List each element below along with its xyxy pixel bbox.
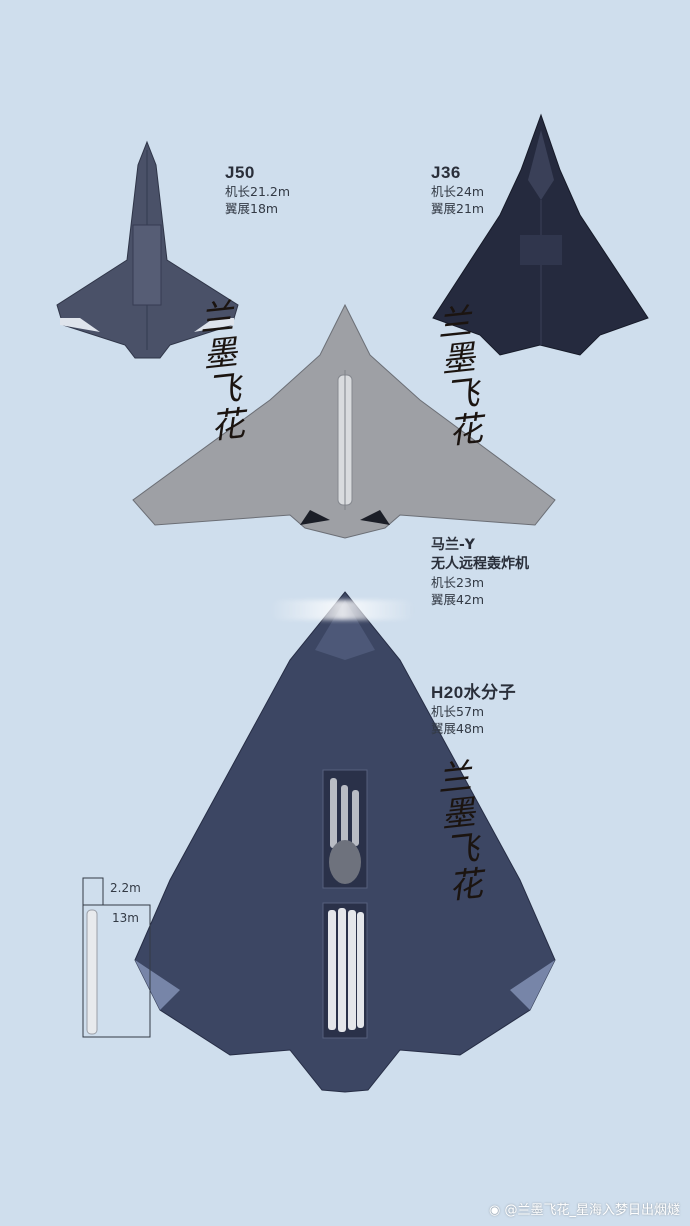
watermark-text: @兰墨飞花_星海入梦日出烟燧	[504, 1203, 680, 1218]
h20-silhouette	[134, 591, 556, 1093]
missile-width-label: 2.2m	[110, 881, 141, 895]
h20-label: H20水分子 机长57m 翼展48m	[431, 683, 516, 737]
malan-y-silhouette	[132, 303, 556, 539]
weibo-icon: ◉	[489, 1203, 501, 1218]
weibo-watermark: ◉ @兰墨飞花_星海入梦日出烟燧	[489, 1199, 680, 1218]
j36-silhouette	[432, 113, 649, 356]
malan-y-length: 机长23m	[431, 575, 485, 590]
j50-name: J50	[225, 163, 255, 182]
h20-span: 翼展48m	[431, 721, 485, 736]
j36-span: 翼展21m	[431, 201, 485, 216]
j50-label: J50 机长21.2m 翼展18m	[225, 163, 290, 217]
malan-y-subtitle: 无人远程轰炸机	[431, 556, 529, 572]
blurred-handle	[270, 600, 415, 620]
j36-name: J36	[431, 163, 461, 182]
j36-label: J36 机长24m 翼展21m	[431, 163, 484, 217]
h20-length: 机长57m	[431, 704, 485, 719]
j50-span: 翼展18m	[225, 201, 279, 216]
h20-name: H20水分子	[431, 683, 517, 702]
j50-silhouette	[56, 140, 239, 359]
missile-length-label: 13m	[112, 911, 139, 925]
malan-y-span: 翼展42m	[431, 592, 485, 607]
j50-length: 机长21.2m	[225, 184, 291, 199]
missile-scale-diagram	[82, 877, 151, 1038]
malan-y-label: 马兰-Y 无人远程轰炸机 机长23m 翼展42m	[431, 536, 529, 608]
malan-y-name: 马兰-Y	[431, 537, 475, 553]
j36-length: 机长24m	[431, 184, 485, 199]
